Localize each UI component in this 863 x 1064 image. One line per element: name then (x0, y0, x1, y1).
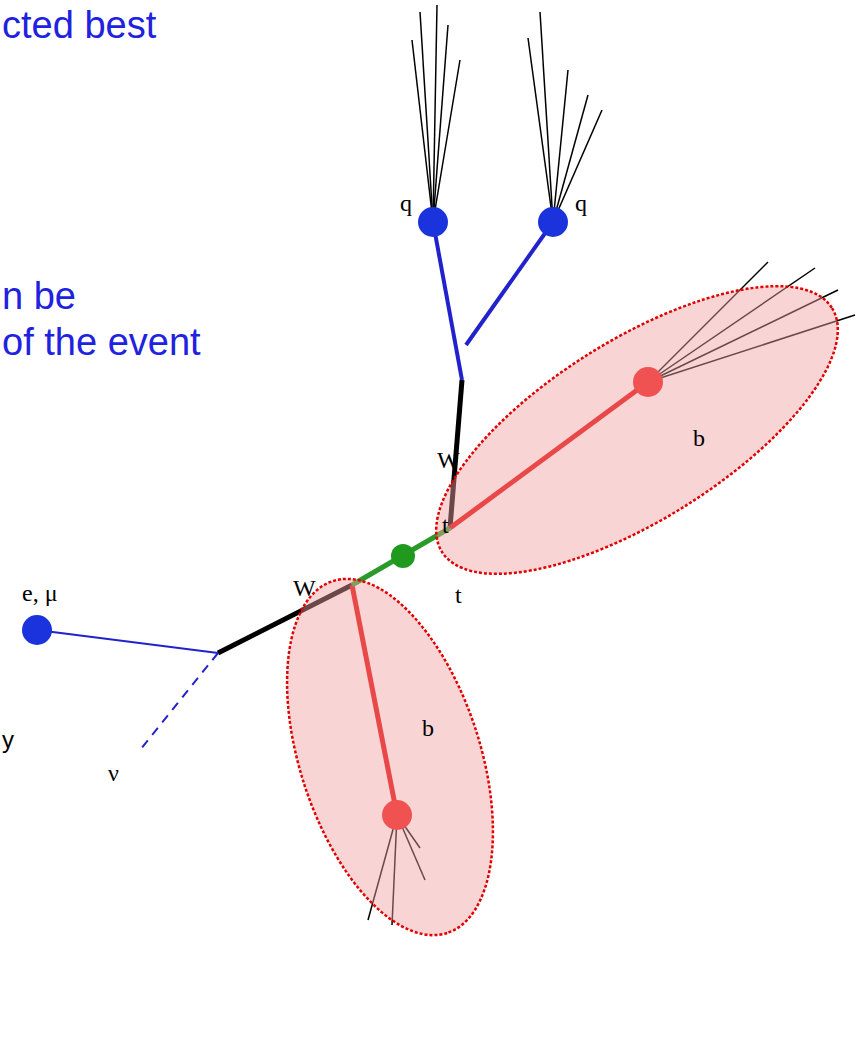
particle-label: ν (108, 760, 119, 786)
quark-line (466, 222, 553, 345)
particle-label: b (422, 715, 434, 741)
neutrino-line (140, 653, 218, 750)
particle-label: q (400, 190, 412, 216)
particle-label: q (575, 190, 587, 216)
particle-label: t (455, 582, 462, 608)
slide-text: y (2, 727, 14, 753)
production-vertex (391, 544, 415, 568)
region-outline (270, 575, 510, 940)
slide-text: n be (2, 276, 76, 318)
quark-dot (418, 207, 448, 237)
b-jet-region: b (425, 265, 850, 595)
quark-line (433, 222, 462, 380)
top-quark-line (352, 528, 450, 585)
b-jet-region: b (270, 575, 510, 940)
slide-text: cted best (2, 5, 156, 47)
particle-label: b (693, 425, 705, 451)
particle-label: W (437, 447, 460, 473)
quark-dot (538, 207, 568, 237)
particle-label: t (442, 512, 449, 538)
slide-text: of the event (2, 322, 201, 364)
lepton-dot (22, 615, 52, 645)
lepton-line (37, 630, 218, 653)
region-outline (425, 265, 850, 595)
particle-label: e, μ (22, 580, 58, 606)
particle-label: W (293, 575, 316, 601)
